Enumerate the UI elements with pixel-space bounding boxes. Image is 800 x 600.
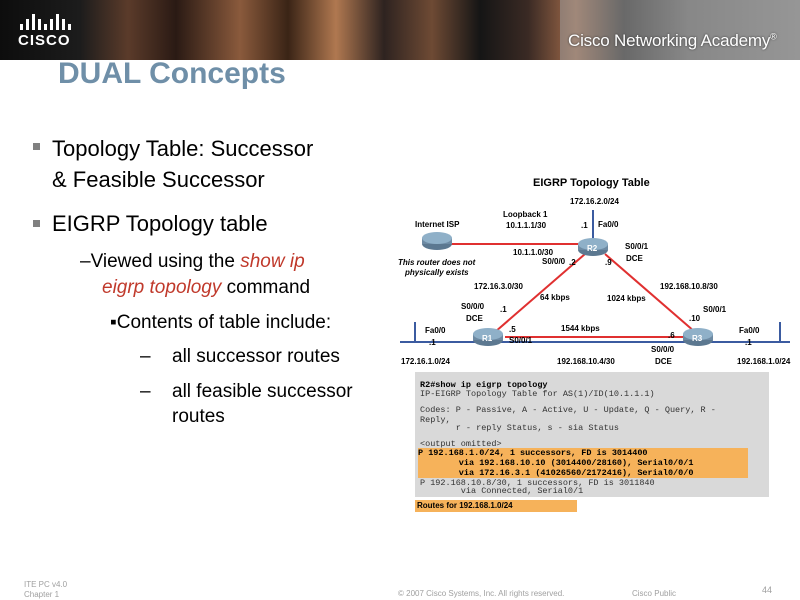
eigrp-topology-diagram: EIGRP Topology Table 172.16.2.0/24 Fa0/0…	[395, 172, 800, 372]
academy-title: Cisco Networking Academy®	[568, 31, 777, 51]
sub-bullet-contents: ▪Contents of table include:	[110, 311, 331, 334]
label-r3-dot10: .10	[689, 314, 700, 323]
item-successor-routes: all successor routes	[172, 345, 340, 368]
header-banner: CISCO Cisco Networking Academy®	[0, 0, 800, 60]
dash-2: –	[140, 380, 151, 403]
bullet-eigrp-table: EIGRP Topology table	[52, 210, 268, 237]
label-r2-dot9: .9	[605, 258, 612, 267]
r2-r3-link	[605, 254, 695, 332]
label-r2-fa: Fa0/0	[598, 220, 618, 229]
label-r2-dce: DCE	[626, 254, 643, 263]
label-r2-left-net: 10.1.1.0/30	[513, 248, 553, 257]
cli-line: IP-EIGRP Topology Table for AS(1)/ID(10.…	[420, 389, 655, 399]
bullet-topology-line2: & Feasible Successor	[52, 166, 265, 193]
cisco-bridge-icon	[20, 12, 78, 30]
sub-bullet-viewed: –Viewed using the show ip	[80, 250, 305, 273]
cli-output-box: R2#show ip eigrp topology IP-EIGRP Topol…	[415, 372, 769, 497]
label-r1-dot1: .1	[500, 305, 507, 314]
cli-highlight-line: via 192.168.10.10 (3014400/28160), Seria…	[418, 458, 748, 468]
label-r1r3-bw: 1544 kbps	[561, 324, 600, 333]
label-loopback: Loopback 1	[503, 210, 547, 219]
label-r1-s000: S0/0/0	[461, 302, 484, 311]
routes-caption: Routes for 192.168.1.0/24	[415, 500, 577, 512]
router-r1-label: R1	[482, 334, 492, 343]
cli-highlight-line: P 192.168.1.0/24, 1 successors, FD is 30…	[418, 448, 748, 458]
label-r3-dce: DCE	[655, 357, 672, 366]
cli-line: Codes: P - Passive, A - Active, U - Upda…	[420, 405, 716, 415]
diagram-title: EIGRP Topology Table	[533, 177, 650, 189]
label-r1-fa: Fa0/0	[425, 326, 445, 335]
item-feasible-line2: routes	[172, 405, 225, 428]
banner-photo-strip	[560, 0, 800, 60]
label-not-physical-1: This router does not	[398, 258, 475, 267]
page-number: 44	[762, 585, 772, 595]
label-r1-lan: 172.16.1.0/24	[401, 357, 450, 366]
label-r1-fa-host: .1	[429, 338, 436, 347]
label-r1r3-net: 192.168.10.4/30	[557, 357, 615, 366]
footer-chapter: Chapter 1	[24, 590, 59, 599]
label-r2-top-net: 172.16.2.0/24	[570, 197, 619, 206]
cisco-logo: CISCO	[18, 12, 78, 48]
label-r1-dot5: .5	[509, 325, 516, 334]
label-r3-s001: S0/0/1	[703, 305, 726, 314]
label-r2-top-host: .1	[581, 221, 588, 230]
label-r2-dot2: .2	[569, 258, 576, 267]
label-not-physical-2: physically exists	[405, 268, 469, 277]
router-r2-label: R2	[587, 244, 597, 253]
bullet-square	[33, 220, 40, 227]
footer-public: Cisco Public	[632, 589, 676, 598]
footer-course: ITE PC v4.0	[24, 580, 67, 589]
label-r1r2-net: 172.16.3.0/30	[474, 282, 523, 291]
label-internet-isp: Internet ISP	[415, 220, 459, 229]
show-ip-text: show ip	[240, 251, 304, 272]
cli-highlight-line: via 172.16.3.1 (41026560/2172416), Seria…	[418, 468, 748, 478]
bullet-topology-line1: Topology Table: Successor	[52, 135, 313, 162]
label-r2r3-bw: 1024 kbps	[607, 294, 646, 303]
footer-copyright: © 2007 Cisco Systems, Inc. All rights re…	[398, 589, 564, 598]
label-r3-dot6: .6	[668, 331, 675, 340]
label-r3-fa: Fa0/0	[739, 326, 759, 335]
cli-line: via Connected, Serial0/1	[420, 486, 583, 496]
label-loopback-ip: 10.1.1.1/30	[506, 221, 546, 230]
label-r1-dce: DCE	[466, 314, 483, 323]
label-r2-s000: S0/0/0	[542, 257, 565, 266]
cli-line: r - reply Status, s - sia Status	[420, 423, 619, 433]
label-r2r3-net: 192.168.10.8/30	[660, 282, 718, 291]
label-r3-fa-host: .1	[745, 338, 752, 347]
label-r2-s001: S0/0/1	[625, 242, 648, 251]
label-r1-s001: S0/0/1	[509, 336, 532, 345]
router-isp-icon	[422, 232, 452, 250]
cisco-wordmark: CISCO	[18, 32, 78, 49]
dash-1: –	[140, 345, 151, 368]
router-r3-label: R3	[692, 334, 702, 343]
eigrp-topology-text: eigrp topology	[102, 277, 221, 298]
label-r3-s000: S0/0/0	[651, 345, 674, 354]
bullet-square	[33, 143, 40, 150]
label-r1r2-bw: 64 kbps	[540, 293, 570, 302]
page-title: DUAL Concepts	[58, 57, 286, 91]
item-feasible-line1: all feasible successor	[172, 380, 353, 403]
label-r3-lan: 192.168.1.0/24	[737, 357, 790, 366]
sub-bullet-command: eigrp topology command	[102, 276, 310, 299]
